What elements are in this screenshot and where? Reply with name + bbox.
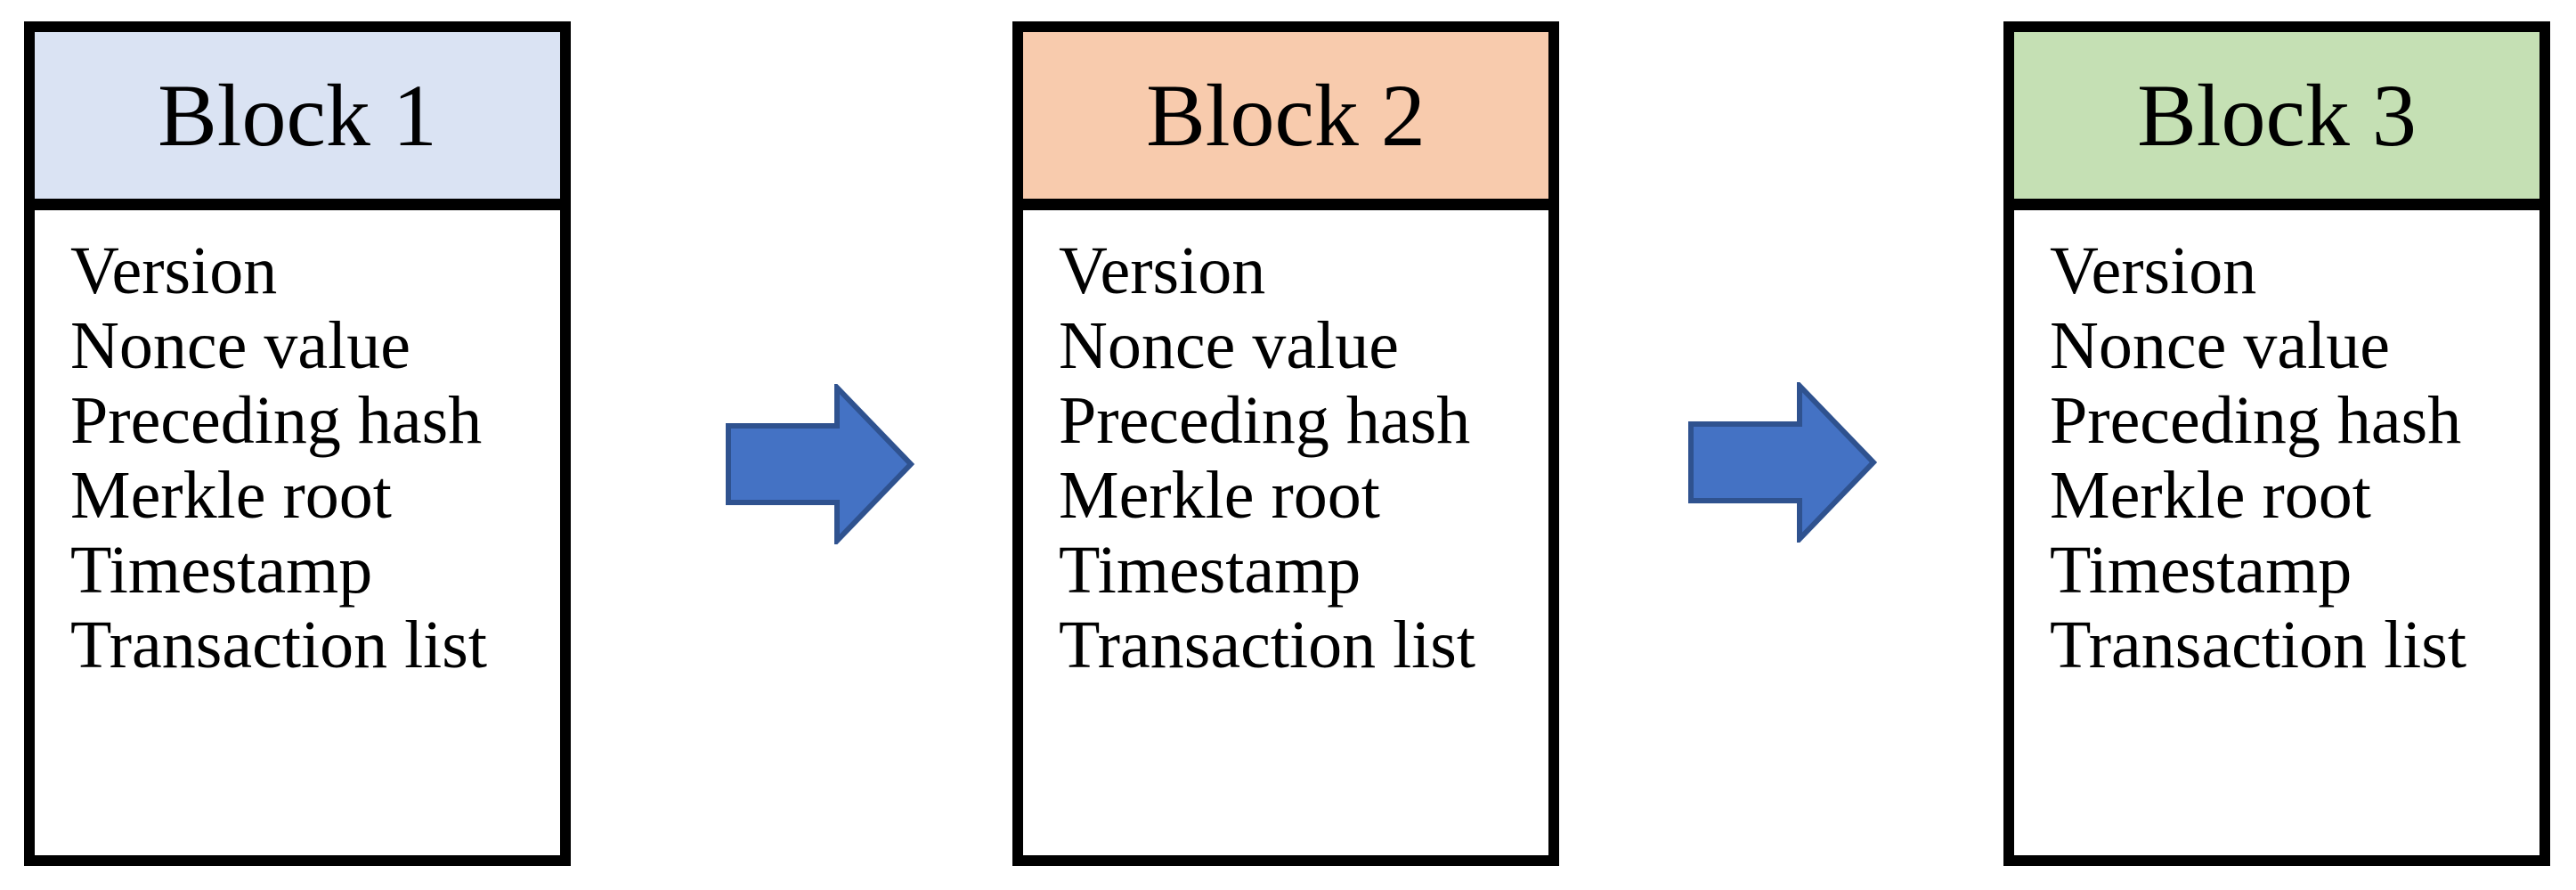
block-2: Block 2 Version Nonce value Preceding ha… [1012, 21, 1559, 866]
block-field: Nonce value [2050, 308, 2390, 383]
block-3-title: Block 3 [2137, 65, 2417, 165]
block-field: Nonce value [1059, 308, 1399, 383]
right-arrow-icon [726, 384, 914, 544]
block-field: Merkle root [2050, 458, 2371, 533]
block-field: Transaction list [2050, 608, 2466, 682]
block-2-header: Block 2 [1023, 32, 1548, 210]
block-field: Nonce value [70, 308, 410, 383]
block-field: Transaction list [1059, 608, 1475, 682]
block-field: Merkle root [1059, 458, 1380, 533]
block-field: Timestamp [2050, 533, 2353, 608]
block-field: Preceding hash [2050, 383, 2462, 458]
right-arrow-shape [1688, 382, 1877, 543]
block-field: Transaction list [70, 608, 487, 682]
block-field: Preceding hash [70, 383, 483, 458]
right-arrow-icon [1688, 382, 1877, 543]
flow-arrow-1 [726, 384, 914, 544]
block-field: Merkle root [70, 458, 392, 533]
block-1-title: Block 1 [158, 65, 437, 165]
right-arrow-shape [726, 384, 914, 544]
flow-arrow-2 [1688, 382, 1877, 543]
block-field: Version [1059, 233, 1266, 308]
block-field: Preceding hash [1059, 383, 1471, 458]
block-field: Timestamp [70, 533, 373, 608]
block-1-header: Block 1 [35, 32, 560, 210]
block-3: Block 3 Version Nonce value Preceding ha… [2003, 21, 2550, 866]
block-field: Version [2050, 233, 2257, 308]
block-field: Timestamp [1059, 533, 1361, 608]
block-3-body: Version Nonce value Preceding hash Merkl… [2014, 210, 2539, 855]
block-1-body: Version Nonce value Preceding hash Merkl… [35, 210, 560, 855]
block-2-title: Block 2 [1146, 65, 1426, 165]
block-field: Version [70, 233, 278, 308]
block-2-body: Version Nonce value Preceding hash Merkl… [1023, 210, 1548, 855]
block-1: Block 1 Version Nonce value Preceding ha… [24, 21, 571, 866]
block-3-header: Block 3 [2014, 32, 2539, 210]
